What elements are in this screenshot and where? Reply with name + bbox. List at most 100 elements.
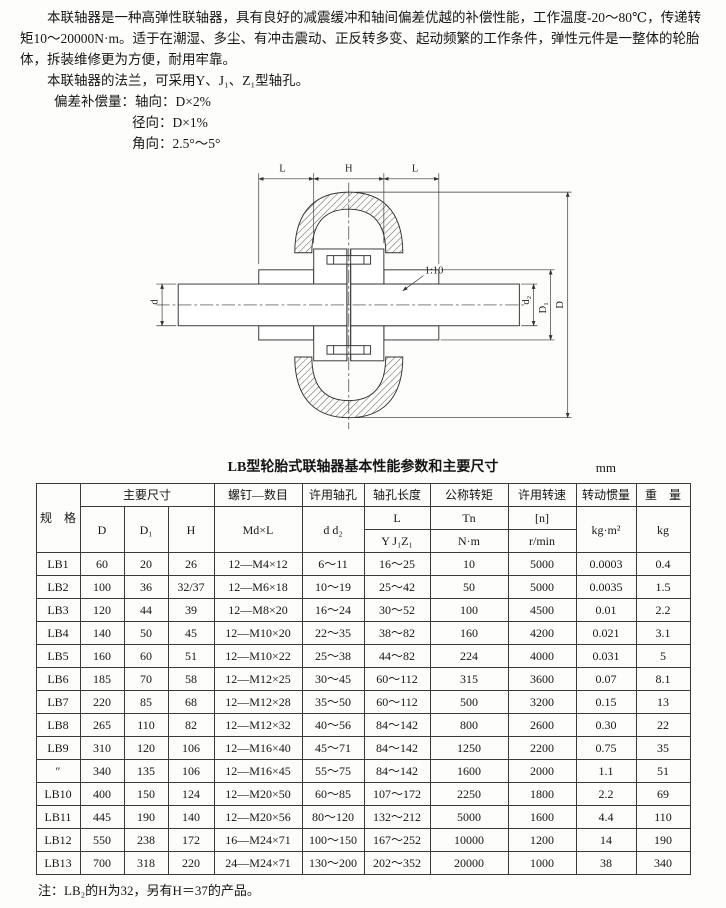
table-cell: 150 (123, 782, 169, 807)
col-header-bore-length: 轴孔长度 (363, 483, 431, 508)
col-header-weight: 重 量 (635, 483, 691, 508)
left-hub-lower (258, 325, 315, 341)
table-cell: 12—M16×40 (213, 736, 303, 761)
table-cell: 120 (123, 736, 169, 761)
table-cell: 44 (123, 598, 169, 623)
table-cell: 12—M6×18 (213, 575, 303, 600)
table-cell: 60～85 (301, 782, 365, 807)
table-cell: 265 (79, 713, 125, 738)
footnote: 注：LB₂的H为32，另有H＝37的产品。 (38, 883, 260, 899)
table-cell: 20 (123, 552, 169, 577)
left-hub (258, 269, 315, 285)
table-cell: 32/37 (167, 575, 215, 600)
table-cell: 106 (167, 759, 215, 784)
table-cell: 5 (635, 644, 691, 669)
col-header-d-d2: d d₂ (301, 506, 365, 554)
table-cell: LB8 (35, 713, 81, 738)
col-header-main-dims: 主要尺寸 (79, 483, 215, 508)
table-cell: 85 (123, 690, 169, 715)
table-cell: 60～112 (363, 667, 431, 692)
table-cell: 185 (79, 667, 125, 692)
table-cell: 35 (635, 736, 691, 761)
table-cell: 100～150 (301, 828, 365, 853)
col-header-L: L (363, 506, 431, 531)
table-cell: 120 (79, 598, 125, 623)
table-cell: 12—M4×12 (213, 552, 303, 577)
table-cell: 2600 (507, 713, 577, 738)
table-cell: 45～71 (301, 736, 365, 761)
table-cell: 800 (429, 713, 509, 738)
table-cell: 318 (123, 851, 169, 876)
table-cell: 1.5 (635, 575, 691, 600)
table-cell: 167～252 (363, 828, 431, 853)
col-header-Tn: Tn (429, 506, 509, 531)
table-cell: 132～212 (363, 805, 431, 830)
table-cell: 39 (167, 598, 215, 623)
table-cell: LB4 (35, 621, 81, 646)
table-cell: 220 (79, 690, 125, 715)
table-cell: 190 (635, 828, 691, 853)
table-cell: 12—M8×20 (213, 598, 303, 623)
table-cell: LB13 (35, 851, 81, 876)
table-cell: 3.1 (635, 621, 691, 646)
col-header-speed: 许用转速 (507, 483, 577, 508)
offset-angular: 角向：2.5°～5° (132, 135, 221, 151)
table-cell: 12—M12×25 (213, 667, 303, 692)
intro-section: 本联轴器是一种高弹性联轴器，具有良好的减震缓冲和轴间偏差优越的补偿性能，工作温度… (20, 8, 706, 154)
table-cell: 20000 (429, 851, 509, 876)
table-cell: 16—M24×71 (213, 828, 303, 853)
table-cell: 16～25 (363, 552, 431, 577)
table-cell: 82 (167, 713, 215, 738)
col-header-torque: 公称转矩 (429, 483, 509, 508)
table-cell: 4500 (507, 598, 577, 623)
table-cell: 3200 (507, 690, 577, 715)
table-cell: 12—M20×50 (213, 782, 303, 807)
table-cell: 60 (123, 644, 169, 669)
table-title-row: LB型轮胎式联轴器基本性能参数和主要尺寸 mm (20, 457, 706, 479)
table-cell: 58 (167, 667, 215, 692)
table-cell: 60 (79, 552, 125, 577)
table-cell: 0.07 (575, 667, 637, 692)
col-header-torque-unit: N·m (429, 529, 509, 554)
table-cell: 0.0035 (575, 575, 637, 600)
table-cell: 12—M20×56 (213, 805, 303, 830)
col-header-screws: 螺钉—数目 (213, 483, 303, 508)
table-cell: 25～38 (301, 644, 365, 669)
table-cell: 140 (167, 805, 215, 830)
table-cell: 340 (635, 851, 691, 876)
offset-radial: 径向：D×1% (132, 114, 208, 130)
table-cell: 5000 (429, 805, 509, 830)
col-header-YJZ: Y J₁Z₁ (363, 529, 431, 554)
intro-paragraph-1: 本联轴器是一种高弹性联轴器，具有良好的减震缓冲和轴间偏差优越的补偿性能，工作温度… (20, 10, 702, 67)
table-cell: 0.4 (635, 552, 691, 577)
table-cell: 22 (635, 713, 691, 738)
tire-section-top (294, 192, 404, 254)
table-cell: 12—M12×28 (213, 690, 303, 715)
table-cell: 100 (79, 575, 125, 600)
table-cell: 1.1 (575, 759, 637, 784)
table-cell: 38 (575, 851, 637, 876)
table-cell: 238 (123, 828, 169, 853)
coupling-drawing: L H L d d₂ D₁ D 1:10 (149, 164, 572, 430)
col-header-H: H (167, 506, 215, 554)
offset-label: 偏差补偿量： (54, 93, 135, 109)
table-cell: 12—M16×45 (213, 759, 303, 784)
table-cell: 1600 (429, 759, 509, 784)
table-cell: 25～42 (363, 575, 431, 600)
table-cell: 220 (167, 851, 215, 876)
table-cell: 2.2 (635, 598, 691, 623)
dim-label-D: D (555, 301, 566, 309)
table-cell: 6～11 (301, 552, 365, 577)
col-header-MdxL: Md×L (213, 506, 303, 554)
col-header-inertia: 转动惯量 (575, 483, 637, 508)
offset-axial: 轴向：D×2% (135, 93, 211, 109)
